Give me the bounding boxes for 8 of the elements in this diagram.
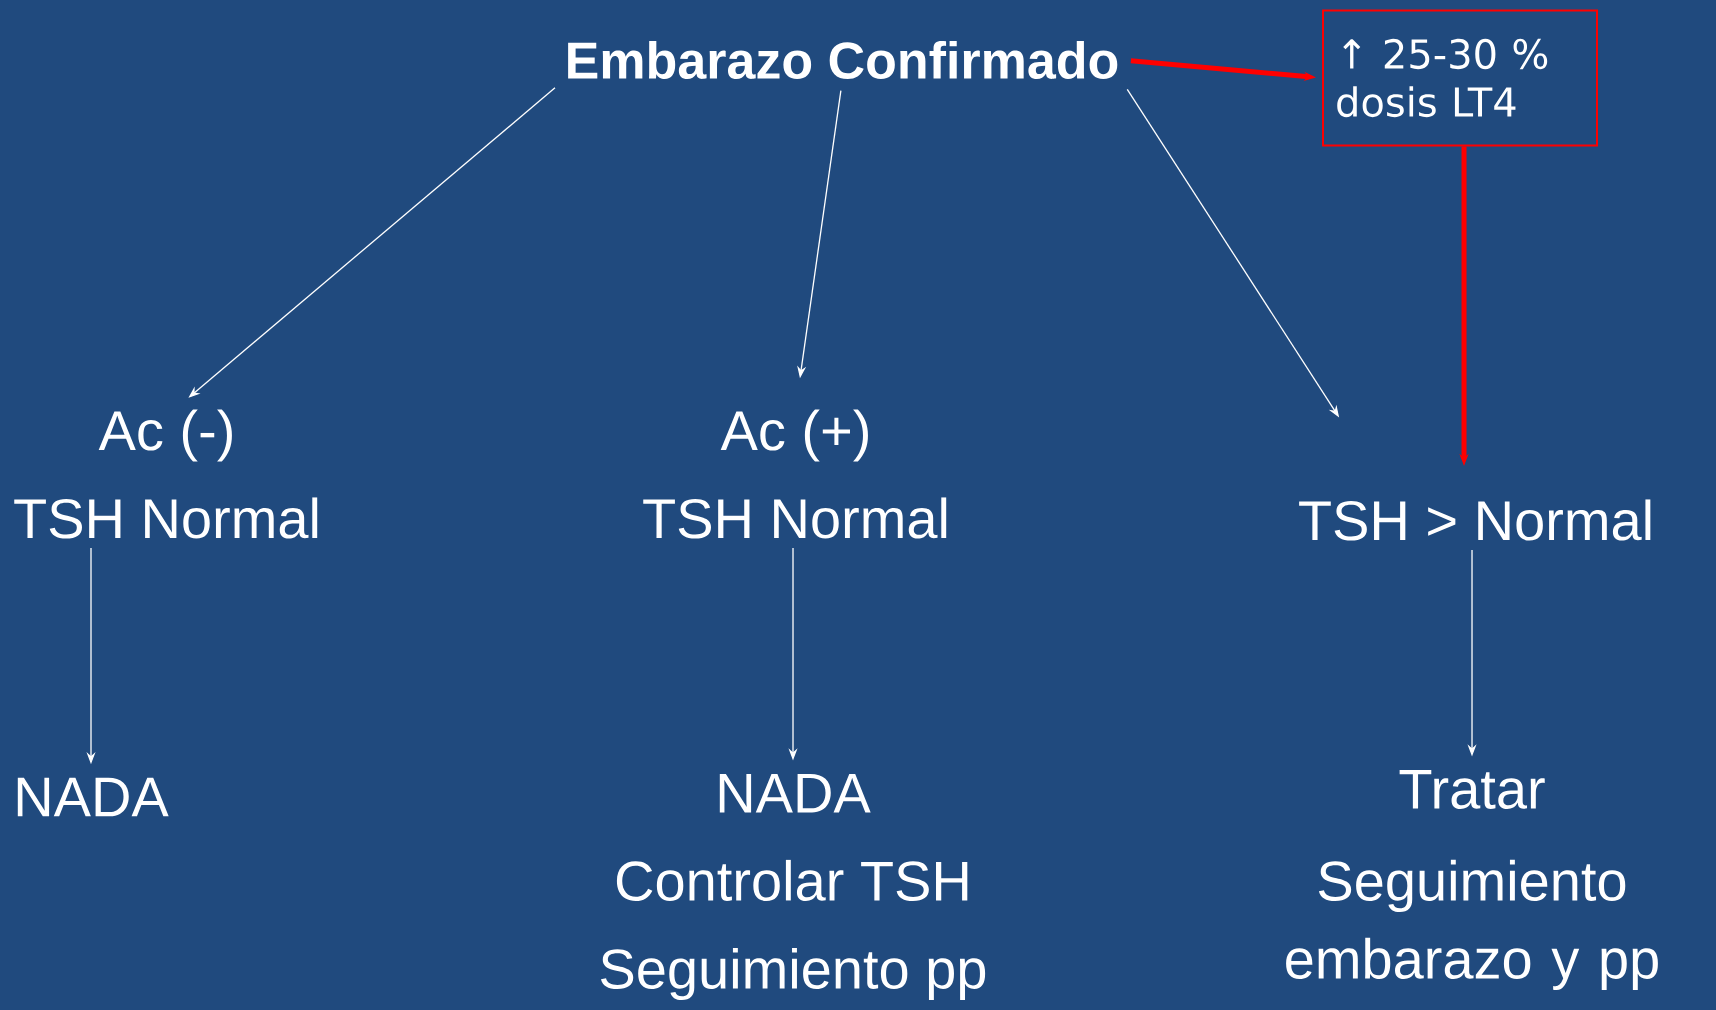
action-text: Tratar Seguimiento embarazo y pp [1286, 769, 1658, 991]
status-text: Ac (+) TSH Normal [643, 409, 947, 539]
dose-box: ↑ 25-30 % dosis LT4 [1322, 9, 1598, 147]
status-text: Ac (-) TSH Normal [14, 409, 318, 539]
status-text: TSH > Normal [1299, 499, 1651, 541]
action-text: NADA Controlar TSH Seguimiento pp [600, 773, 986, 1001]
title-text: Embarazo Confirmado [568, 40, 1118, 80]
action-text: NADA [17, 777, 169, 817]
